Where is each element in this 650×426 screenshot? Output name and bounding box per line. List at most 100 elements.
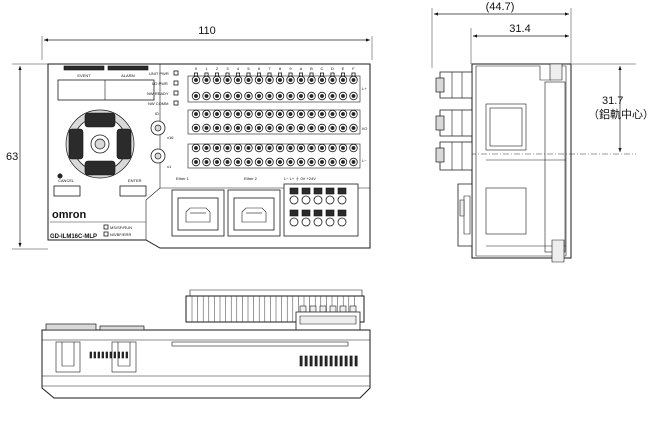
enter-label: ENTER [128,178,142,183]
terminal-screw [320,78,324,82]
ether1-label: Ether 1 [176,176,190,181]
power-latch [325,187,335,195]
channel-label: 4 [237,66,240,71]
side-connector-mid [435,109,473,137]
ether1-port[interactable] [171,189,225,237]
terminal-screw [257,112,261,116]
terminal-screw [309,78,314,82]
terminal-screw [288,78,293,82]
terminal-screw [330,112,335,116]
terminal-screw [341,78,345,82]
power-terminal[interactable] [337,195,347,205]
channel-label: C [321,66,324,71]
terminal-screw [330,146,335,150]
led-io-pwr-label: I/O PWR [152,81,168,86]
terminal-screw [204,160,209,164]
terminal-screw [320,126,324,130]
cancel-button[interactable] [53,185,81,197]
terminal-screw [236,146,240,150]
terminal-screw [204,146,209,150]
side-connector-top [435,71,473,99]
terminal-screw [225,94,230,98]
power-terminal[interactable] [313,195,323,205]
channel-label: 0 [195,66,198,71]
row-label-top: L+ [362,86,367,91]
terminal-screw [309,112,314,116]
terminal-screw [299,126,303,130]
terminal-screw [267,94,272,98]
terminal-screw [299,112,303,116]
terminal-screw [267,126,272,130]
terminal-screw [204,78,209,82]
front-view: 110 63 EVENT ALARM [6,25,373,250]
terminal-screw [236,78,240,82]
terminal-screw [288,160,293,164]
terminal-screw [225,126,230,130]
terminal-screw [204,112,209,116]
terminal-screw [330,126,335,130]
terminal-screw [320,160,324,164]
power-labels: L− L+ ⏚ 0V +24V [284,175,316,181]
power-terminal[interactable] [337,217,347,227]
power-terminal[interactable] [325,195,335,205]
dimension-width: 110 [198,25,216,37]
terminal-screw [351,146,356,150]
power-terminal[interactable] [325,217,335,227]
channel-label: 3 [226,66,229,71]
terminal-screw [330,94,335,98]
power-latch [313,187,323,195]
terminal-screw [278,78,282,82]
power-terminal[interactable] [289,217,299,227]
model-name: GD-ILM16C-MLP [50,234,97,240]
terminal-screw [194,126,198,130]
led-nw-ready-label: NW READY [147,91,169,96]
terminal-screw [278,112,282,116]
ns-led-label: NS/BF/ERR [110,232,131,237]
channel-label: 9 [289,66,292,71]
terminal-screw [309,94,314,98]
enter-button[interactable] [119,185,147,197]
terminal-screw [246,126,251,130]
channel-label: F [352,66,355,71]
terminal-screw [257,146,261,150]
rail-center-note: （鋁軌中心） [588,107,650,121]
terminal-screw [236,94,240,98]
ether2-port[interactable] [227,189,281,237]
terminal-screw [320,94,324,98]
ms-led-label: MS/SF/RUN [110,225,132,230]
power-terminal[interactable] [313,217,323,227]
power-connector[interactable] [283,183,359,237]
terminal-screw [288,126,293,130]
navigation-pad[interactable] [65,109,135,179]
terminal-screw [225,112,230,116]
terminal-screw [246,94,251,98]
terminal-screw [278,94,282,98]
power-latch [301,187,311,195]
terminal-screw [351,126,356,130]
terminal-screw [278,160,282,164]
channel-label: D [331,66,334,71]
power-terminal[interactable] [301,217,311,227]
terminal-screw [309,146,314,150]
channel-label: E [342,66,345,71]
dimension-depth-total: (44.7) [486,1,515,13]
terminal-screw [215,78,219,82]
terminal-screw [309,126,314,130]
terminal-screw [225,160,230,164]
terminal-screw [341,160,345,164]
terminal-screw [194,112,198,116]
dimension-height: 63 [6,151,18,163]
power-terminal[interactable] [289,195,299,205]
terminal-screw [288,94,293,98]
power-latch [337,209,347,217]
terminal-screw [299,146,303,150]
terminal-screw [267,146,272,150]
x16-label: x16 [167,135,174,140]
led-unit-pwr-label: UNIT PWR [149,71,169,76]
terminal-block [187,75,361,103]
terminal-screw [351,160,356,164]
terminal-screw [267,78,272,82]
power-terminal[interactable] [301,195,311,205]
